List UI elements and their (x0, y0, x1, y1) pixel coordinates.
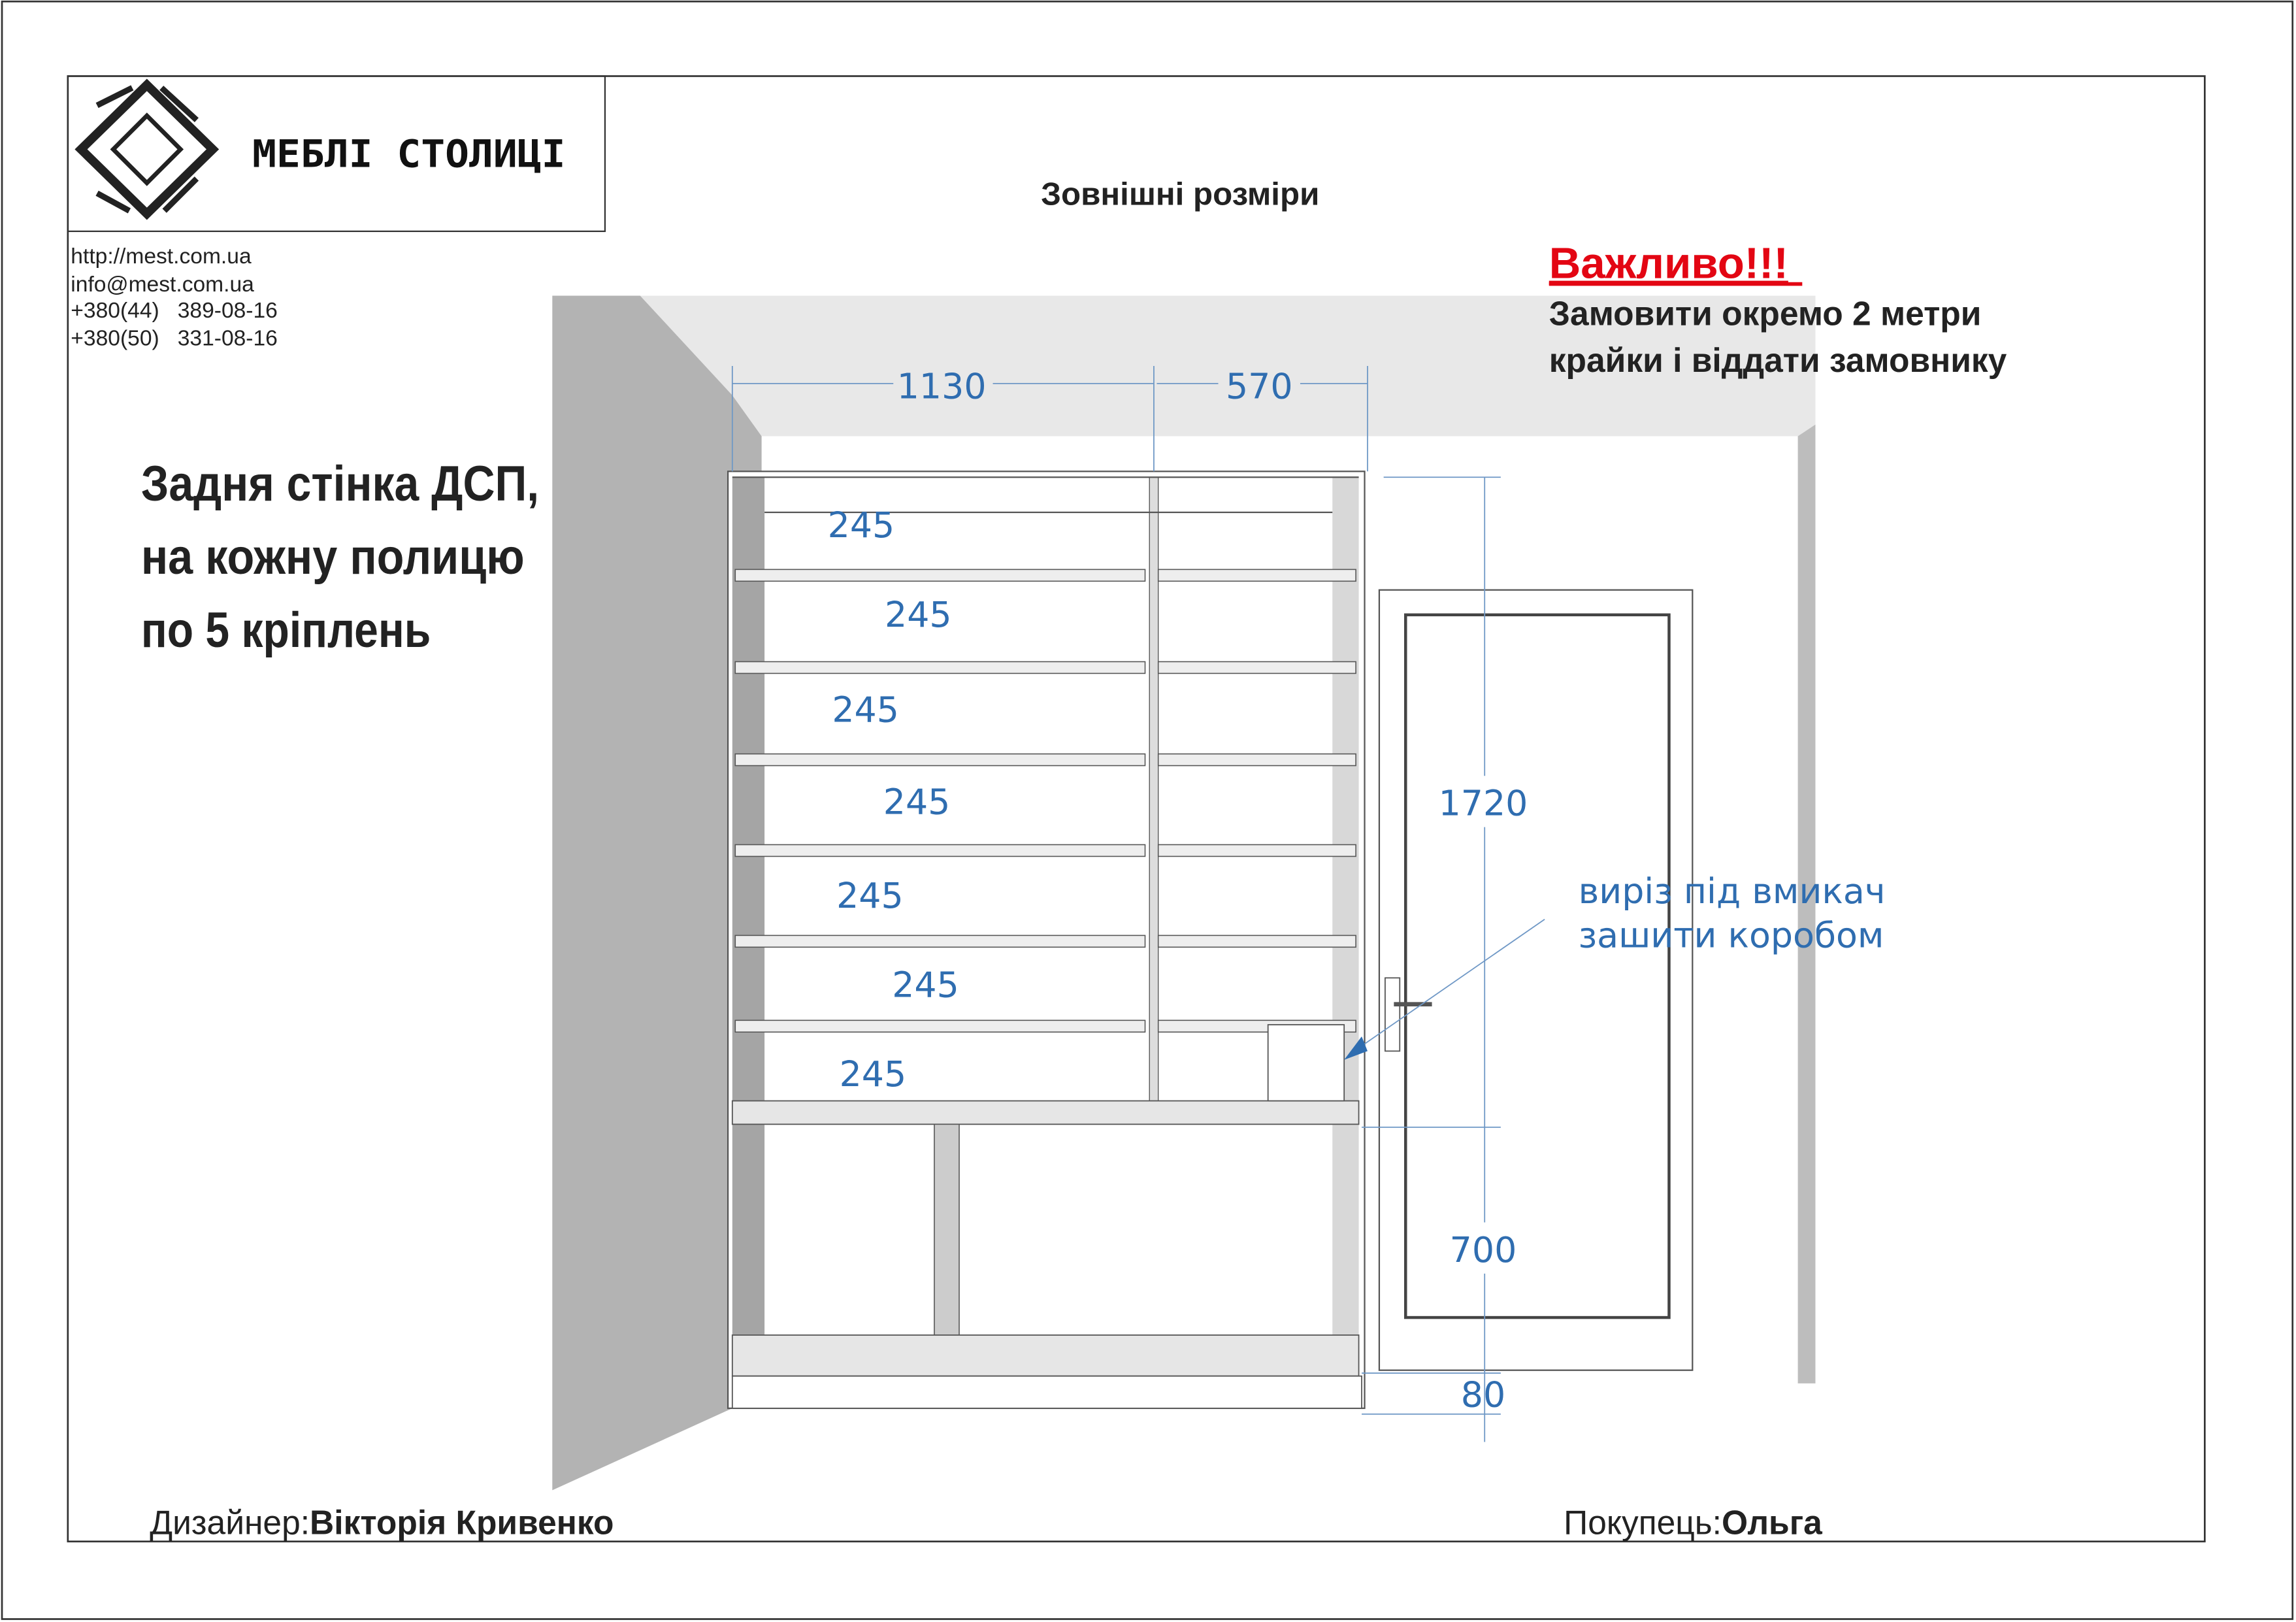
note-line: Задня стінка ДСП, (141, 456, 539, 512)
door-handle-icon (1384, 977, 1401, 1052)
dim-shelf-gap: 245 (840, 1053, 907, 1095)
dimension-lines (731, 366, 1545, 1442)
customer-name: Ольга (1722, 1504, 1822, 1542)
logo-mark-icon (74, 78, 220, 220)
left-wall (552, 295, 762, 1491)
dim-shelf-gap: 245 (828, 505, 895, 546)
dim-upper-height: 1720 (1439, 783, 1528, 824)
dim-shelf-gap: 245 (885, 594, 952, 635)
important-heading: Важливо!!! (1549, 239, 1788, 288)
dim-plinth: 80 (1461, 1374, 1505, 1415)
shelves (731, 569, 1360, 1125)
important-note: Важливо!!! Замовити окремо 2 метри крайк… (1549, 239, 2007, 379)
page-title: Зовнішні розміри (1041, 176, 1319, 212)
switch-box (1267, 1024, 1345, 1102)
cabinet (727, 471, 1366, 1410)
inner-frame (67, 75, 2206, 1543)
note-line: по 5 кріплень (141, 603, 431, 658)
important-line: крайки і віддати замовнику (1549, 341, 2007, 379)
designer: Дизайнер:Вікторія Кривенко (150, 1504, 614, 1542)
designer-name: Вікторія Кривенко (310, 1504, 614, 1542)
door (1378, 589, 1694, 1371)
important-line: Замовити окремо 2 метри (1549, 294, 1982, 332)
back-panel-note: Задня стінка ДСП, на кожну полицю по 5 к… (141, 456, 539, 658)
dim-shelf-gap: 245 (836, 875, 904, 916)
dim-width-left: 1130 (897, 365, 987, 406)
brand-name: МЕБЛІ СТОЛИЦІ (252, 131, 565, 176)
customer-label: Покупець: (1564, 1504, 1722, 1542)
right-wall (1797, 424, 1816, 1383)
note-line: на кожну полицю (141, 529, 525, 585)
email-link[interactable]: info@mest.com.ua (71, 273, 254, 297)
customer: Покупець:Ольга (1564, 1504, 1822, 1542)
footer: Дизайнер:Вікторія Кривенко Покупець:Ольг… (150, 1504, 1822, 1542)
ceiling (640, 295, 1816, 437)
website-link[interactable]: http://mest.com.ua (71, 244, 252, 269)
phone-2: +380(50) 331-08-16 (71, 327, 278, 351)
dim-lower-height: 700 (1450, 1229, 1517, 1270)
contacts: http://mest.com.ua info@mest.com.ua +380… (71, 244, 278, 350)
switch-annotation: зашити коробом (1579, 914, 1884, 955)
dim-shelf-gap: 245 (832, 689, 899, 730)
logo-box (67, 75, 606, 233)
dim-shelf-gap: 245 (892, 964, 959, 1005)
designer-label: Дизайнер: (150, 1504, 310, 1542)
dim-width-right: 570 (1226, 365, 1293, 406)
dim-shelf-gap: 245 (883, 781, 951, 822)
phone-1: +380(44) 389-08-16 (71, 299, 278, 323)
switch-annotation: виріз під вмикач (1579, 870, 1886, 912)
